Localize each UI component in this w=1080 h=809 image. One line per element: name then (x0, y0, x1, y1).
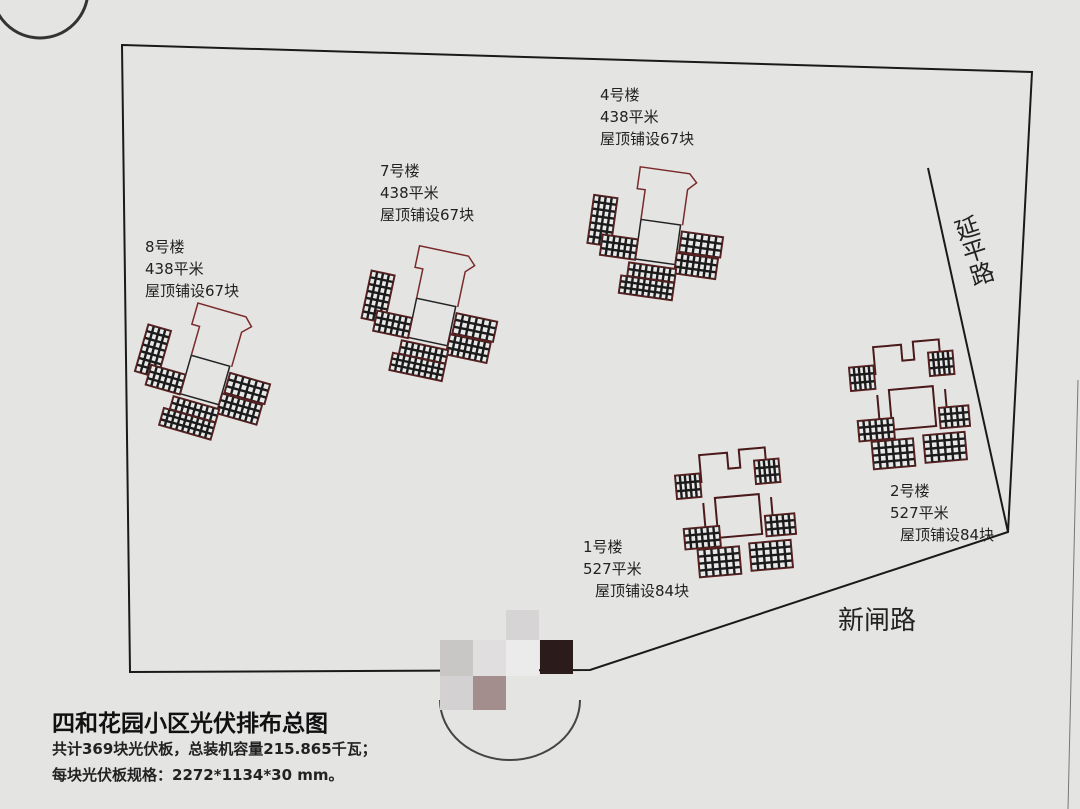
solar-panel-array (673, 472, 703, 501)
stamp-bottom (439, 699, 581, 761)
building-area: 527平米 (890, 504, 949, 522)
solar-panel-array (451, 311, 499, 344)
solar-panel-array (937, 404, 972, 430)
page-title: 四和花园小区光伏排布总图 (52, 711, 328, 737)
solar-panel-array (847, 364, 877, 393)
solar-panel-array (696, 545, 743, 579)
solar-panel-array (748, 538, 795, 572)
solar-panel-array (388, 351, 447, 383)
label-building-7: 7号楼 438平米 屋顶铺设67块 (380, 160, 474, 226)
building-name: 2号楼 (890, 482, 930, 500)
solar-panel-array (926, 349, 956, 378)
solar-panel-array (157, 406, 217, 441)
building-footprint (586, 165, 725, 302)
stamp-top (0, 0, 89, 40)
building-panels: 屋顶铺设84块 (595, 582, 690, 600)
solar-panel-array (215, 392, 264, 426)
building-panels: 屋顶铺设84块 (900, 526, 995, 544)
solar-panel-array (752, 457, 782, 486)
label-building-4: 4号楼 438平米 屋顶铺设67块 (600, 84, 694, 150)
solar-panel-array (144, 363, 187, 396)
building-panels: 屋顶铺设67块 (380, 206, 475, 224)
solar-panel-array (856, 416, 896, 443)
label-building-1: 1号楼 527平米 屋顶铺设84块 (583, 536, 689, 602)
site-boundary (120, 43, 1034, 674)
building-footprint (673, 446, 798, 579)
solar-panel-array (677, 230, 725, 259)
building-panels: 屋顶铺设67块 (600, 130, 695, 148)
solar-panel-array (922, 430, 969, 464)
building-area: 438平米 (600, 108, 659, 126)
label-building-8: 8号楼 438平米 屋顶铺设67块 (145, 236, 239, 302)
solar-panel-array (444, 333, 492, 365)
solar-panel-array (371, 309, 414, 340)
building-area: 438平米 (145, 260, 204, 278)
redaction-mosaic (440, 610, 573, 710)
solar-panel-array (672, 251, 720, 281)
solar-panel-array (223, 371, 272, 406)
building-area: 527平米 (583, 560, 642, 578)
building-footprint (847, 338, 972, 471)
building-name: 7号楼 (380, 162, 420, 180)
solar-panel-array (617, 274, 676, 302)
page-edge (1067, 379, 1079, 809)
solar-panel-array (870, 437, 917, 471)
building-name: 1号楼 (583, 538, 623, 556)
building-footprint (133, 302, 272, 441)
solar-panel-array (682, 524, 722, 551)
solar-panel-array (586, 193, 619, 248)
label-building-2: 2号楼 527平米 屋顶铺设84块 (890, 480, 994, 546)
solar-panel-array (397, 339, 450, 365)
solar-panel-array (763, 512, 798, 538)
road-line-east (927, 167, 1009, 533)
summary-line-1: 共计369块光伏板，总装机容量215.865千瓦； (52, 740, 377, 758)
building-area: 438平米 (380, 184, 439, 202)
building-footprint (360, 244, 499, 383)
building-name: 8号楼 (145, 238, 185, 256)
summary-line-2: 每块光伏板规格：2272*1134*30 mm。 (52, 766, 344, 784)
solar-panel-array (598, 233, 640, 261)
road-label-south: 新闸路 (838, 606, 917, 636)
building-panels: 屋顶铺设67块 (145, 282, 240, 300)
solar-panel-array (168, 394, 221, 424)
building-name: 4号楼 (600, 86, 640, 104)
